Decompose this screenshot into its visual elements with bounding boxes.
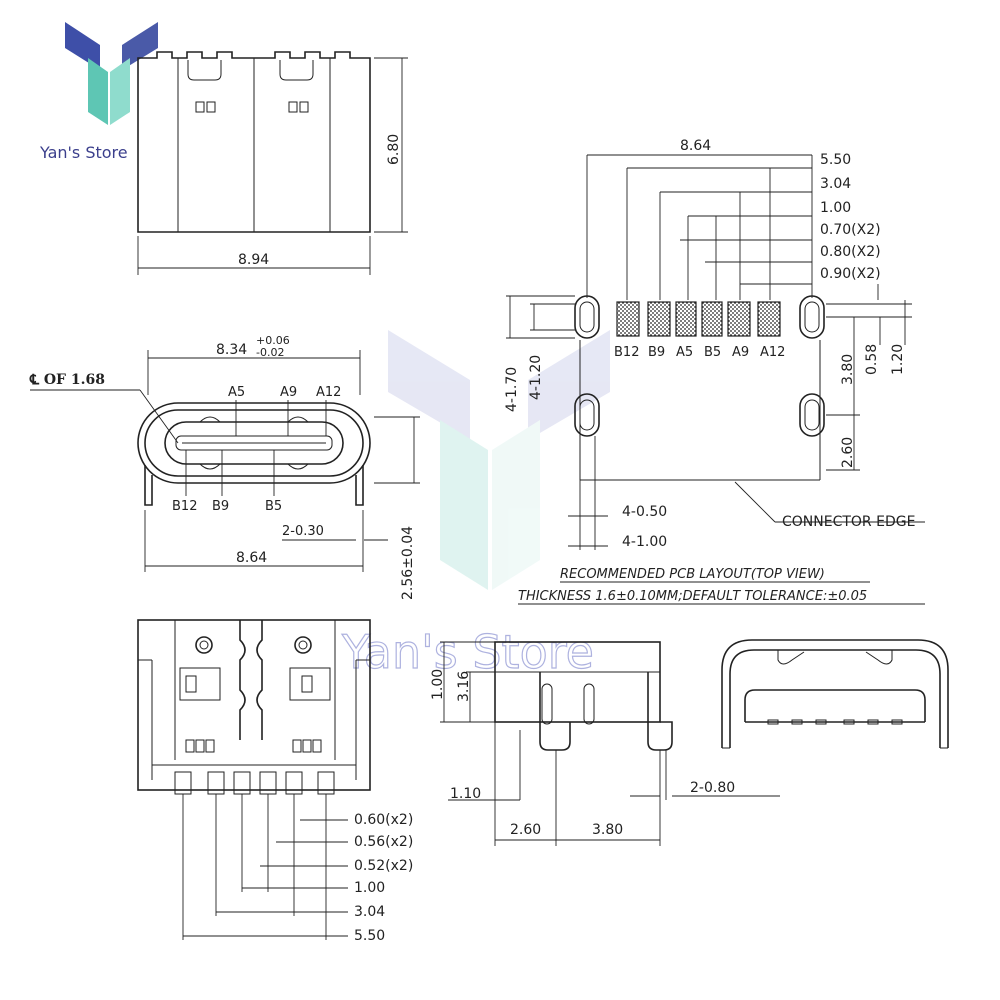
pcb-right-dim-1-20: 1.20 — [890, 344, 906, 375]
logo-left-wing — [65, 22, 100, 70]
top-width-label: 8.94 — [238, 252, 269, 268]
side-lead-label: 2-0.80 — [690, 780, 735, 796]
front-view: 8.34 +0.06 -0.02 ℄ OF 1.68 A5 A9 A12 B12… — [29, 334, 420, 600]
bottom-dim-1-00: 1.00 — [354, 880, 385, 896]
pcb-slot-dim-1: 4-0.50 — [622, 504, 667, 520]
pcb-left-dim-2: 4-1.20 — [528, 355, 544, 400]
logo-stem — [88, 58, 108, 125]
pin-label-b12: B12 — [172, 499, 197, 514]
pad-label-b12: B12 — [614, 345, 639, 360]
pcb-dim-8-64: 8.64 — [680, 138, 711, 154]
bottom-dim-3-04: 3.04 — [354, 904, 385, 920]
centerline-note: ℄ OF 1.68 — [29, 372, 105, 388]
brand-name: Yan's Store — [39, 143, 128, 162]
pcb-right-dim-2-60: 2.60 — [840, 437, 856, 468]
pcb-slot-dim-2: 4-1.00 — [622, 534, 667, 550]
front-lead-label: 2-0.30 — [282, 524, 324, 539]
bottom-dim-0-52: 0.52(x2) — [354, 858, 413, 874]
pcb-note: THICKNESS 1.6±0.10MM;DEFAULT TOLERANCE:±… — [518, 589, 867, 604]
logo-stem-right — [110, 58, 130, 125]
watermark — [388, 330, 610, 590]
pad-label-b5: B5 — [704, 345, 721, 360]
pad-label-a9: A9 — [732, 345, 749, 360]
pin-label-a9: A9 — [280, 385, 297, 400]
pcb-dim-1-00: 1.00 — [820, 200, 851, 216]
pcb-dim-0-80: 0.80(X2) — [820, 244, 881, 260]
side-dim-1-00: 1.00 — [430, 669, 446, 700]
top-view: 8.94 6.80 — [137, 51, 408, 275]
pin-label-a12: A12 — [316, 385, 341, 400]
pcb-dim-0-90: 0.90(X2) — [820, 266, 881, 282]
brand-logo: Yan's Store — [39, 22, 158, 162]
front-width-top-label: 8.34 — [216, 342, 247, 358]
pin-label-a5: A5 — [228, 385, 245, 400]
pcb-layout: 8.64 5.50 3.04 1.00 0.70(X2) 0.80(X2) 0.… — [504, 138, 925, 605]
pad-label-a5: A5 — [676, 345, 693, 360]
pin-label-b9: B9 — [212, 499, 229, 514]
pcb-dim-0-70: 0.70(X2) — [820, 222, 881, 238]
watermark-text: Yan's Store — [341, 625, 594, 679]
pcb-caption: RECOMMENDED PCB LAYOUT(TOP VIEW) — [560, 567, 825, 582]
front-width-bottom-label: 8.64 — [236, 550, 267, 566]
side-dim-1-10: 1.10 — [450, 786, 481, 802]
pcb-right-dim-0-58: 0.58 — [864, 344, 880, 375]
bottom-dim-0-56: 0.56(x2) — [354, 834, 413, 850]
rear-view — [721, 639, 949, 749]
bottom-dim-0-60: 0.60(x2) — [354, 812, 413, 828]
bottom-view: 0.60(x2) 0.56(x2) 0.52(x2) 1.00 3.04 5.5… — [137, 619, 413, 944]
side-dim-2-60: 2.60 — [510, 822, 541, 838]
side-dim-3-16: 3.16 — [456, 671, 472, 702]
pad-label-a12: A12 — [760, 345, 785, 360]
pin-label-b5: B5 — [265, 499, 282, 514]
front-tol-minus: -0.02 — [256, 346, 284, 359]
front-tol-plus: +0.06 — [256, 334, 290, 347]
pcb-dim-3-04: 3.04 — [820, 176, 851, 192]
logo-right-wing — [122, 22, 158, 70]
bottom-dim-5-50: 5.50 — [354, 928, 385, 944]
front-height-label: 2.56±0.04 — [400, 526, 416, 600]
pad-label-b9: B9 — [648, 345, 665, 360]
top-height-label: 6.80 — [386, 134, 402, 165]
pcb-right-dim-3-80: 3.80 — [840, 354, 856, 385]
pcb-left-dim-1: 4-1.70 — [504, 367, 520, 412]
connector-edge-label: CONNECTOR EDGE — [782, 514, 915, 530]
side-view: 1.00 3.16 1.10 2.60 3.80 2-0.80 — [430, 641, 780, 846]
side-dim-3-80: 3.80 — [592, 822, 623, 838]
pcb-dim-5-50: 5.50 — [820, 152, 851, 168]
